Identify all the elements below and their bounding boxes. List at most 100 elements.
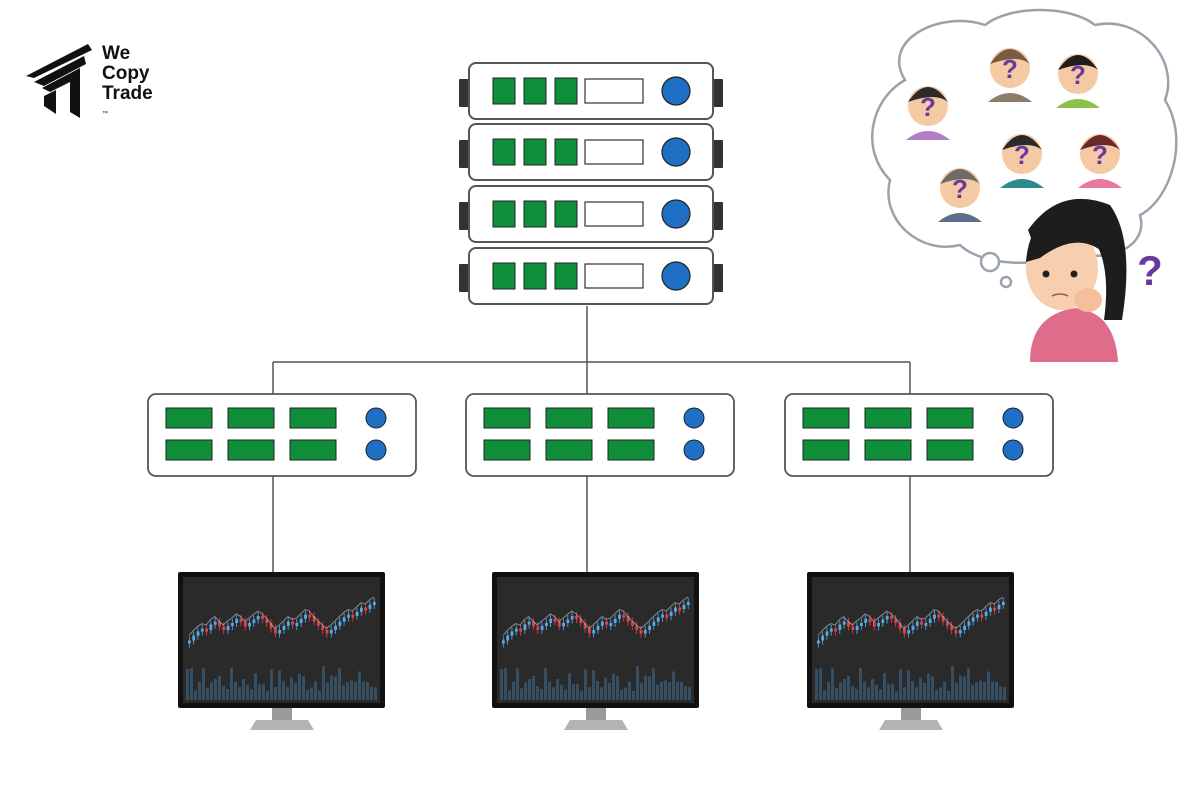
volume-bar (859, 667, 862, 700)
candlestick (519, 628, 522, 632)
volume-bar (226, 688, 229, 700)
candlestick (864, 618, 868, 623)
candlestick (213, 621, 217, 625)
network-switch-1 (147, 393, 417, 477)
candlestick (821, 635, 825, 641)
person-hair (1058, 55, 1098, 70)
drive-bay-3 (554, 77, 578, 105)
volume-bar (999, 686, 1002, 700)
candlestick (665, 614, 669, 618)
volume-bar (895, 691, 898, 700)
confused-person-2: ? (988, 48, 1032, 102)
candlestick (596, 625, 600, 630)
drive-bay-2 (523, 262, 547, 290)
volume-bar (815, 668, 818, 700)
candlestick (958, 630, 962, 634)
candlestick (652, 621, 656, 626)
volume-bar (508, 690, 511, 700)
person-hair (990, 49, 1030, 64)
volume-bar (831, 668, 834, 700)
volume-bar (676, 681, 679, 700)
candlestick (360, 607, 363, 612)
monitor-neck (586, 708, 606, 720)
moving-average-line (188, 596, 375, 636)
volume-bar (935, 689, 938, 700)
candlestick (618, 614, 621, 619)
drive-bay-2 (523, 77, 547, 105)
candlestick (368, 604, 372, 609)
connector-lines (272, 306, 911, 572)
switch-port-r2-c1 (165, 439, 213, 461)
candlestick (355, 611, 359, 616)
volume-bar (580, 691, 583, 700)
volume-bar (250, 689, 253, 700)
woman-eye-right (1070, 270, 1078, 278)
person-shirt (906, 131, 950, 140)
volume-bar (544, 667, 547, 700)
candlestick (553, 618, 557, 622)
candlestick (562, 623, 565, 627)
switch-port-r2-c2 (545, 439, 593, 461)
candlestick (661, 614, 664, 618)
main-server-rack (459, 62, 723, 305)
candlestick (364, 607, 368, 611)
candlestick (669, 611, 673, 616)
brand-line-3: Trade (102, 83, 153, 104)
candlestick (342, 617, 346, 622)
server-ear-right (713, 140, 723, 168)
person-hair (1002, 135, 1042, 150)
volume-bar (620, 689, 623, 700)
volume-bar (572, 684, 575, 700)
question-mark-icon: ? (920, 92, 936, 122)
candlestick (579, 618, 583, 623)
candlestick (855, 625, 859, 630)
switch-port-r1-c1 (802, 407, 850, 429)
volume-bar (552, 687, 555, 700)
candlestick (674, 607, 677, 612)
volume-bar (975, 681, 978, 700)
candlestick (1001, 602, 1005, 605)
candlestick (890, 616, 893, 619)
candlestick (523, 624, 527, 630)
volume-bar (350, 680, 353, 700)
confused-person-5: ? (938, 168, 982, 222)
server-unit-4 (459, 247, 723, 305)
candlestick (678, 607, 682, 611)
volume-bar (967, 668, 970, 700)
candlestick (643, 630, 647, 634)
candlestick (261, 616, 264, 619)
candlestick (274, 628, 277, 634)
candlestick (222, 626, 226, 630)
candlestick (575, 616, 578, 619)
candlestick (954, 630, 958, 634)
candlestick (235, 618, 239, 623)
volume-bar (370, 686, 373, 700)
candlestick (933, 614, 936, 619)
person-hair (908, 87, 948, 102)
switch-port-r1-c2 (227, 407, 275, 429)
server-ear-left (459, 202, 469, 230)
volume-bar (899, 669, 902, 700)
volume-bar (684, 686, 687, 700)
monitor-stand-base (564, 720, 628, 730)
volume-bar (358, 671, 361, 700)
volume-bar (354, 681, 357, 700)
volume-bar (835, 688, 838, 700)
person-shirt (988, 93, 1032, 102)
candlestick (557, 621, 561, 627)
volume-bar (274, 687, 277, 700)
confused-person-6: ? (1078, 134, 1122, 188)
server-ear-left (459, 264, 469, 292)
volume-bar (504, 668, 507, 700)
volume-bar (338, 668, 341, 700)
volume-bar (887, 684, 890, 700)
brand-line-2: Copy (102, 63, 150, 84)
candlestick (321, 625, 325, 630)
network-switch-2 (465, 393, 735, 477)
switch-port-r2-c1 (802, 439, 850, 461)
candlestick (631, 621, 634, 626)
volume-bar (979, 680, 982, 700)
candlestick (205, 628, 208, 632)
volume-bar (652, 668, 655, 700)
volume-bar (903, 687, 906, 700)
